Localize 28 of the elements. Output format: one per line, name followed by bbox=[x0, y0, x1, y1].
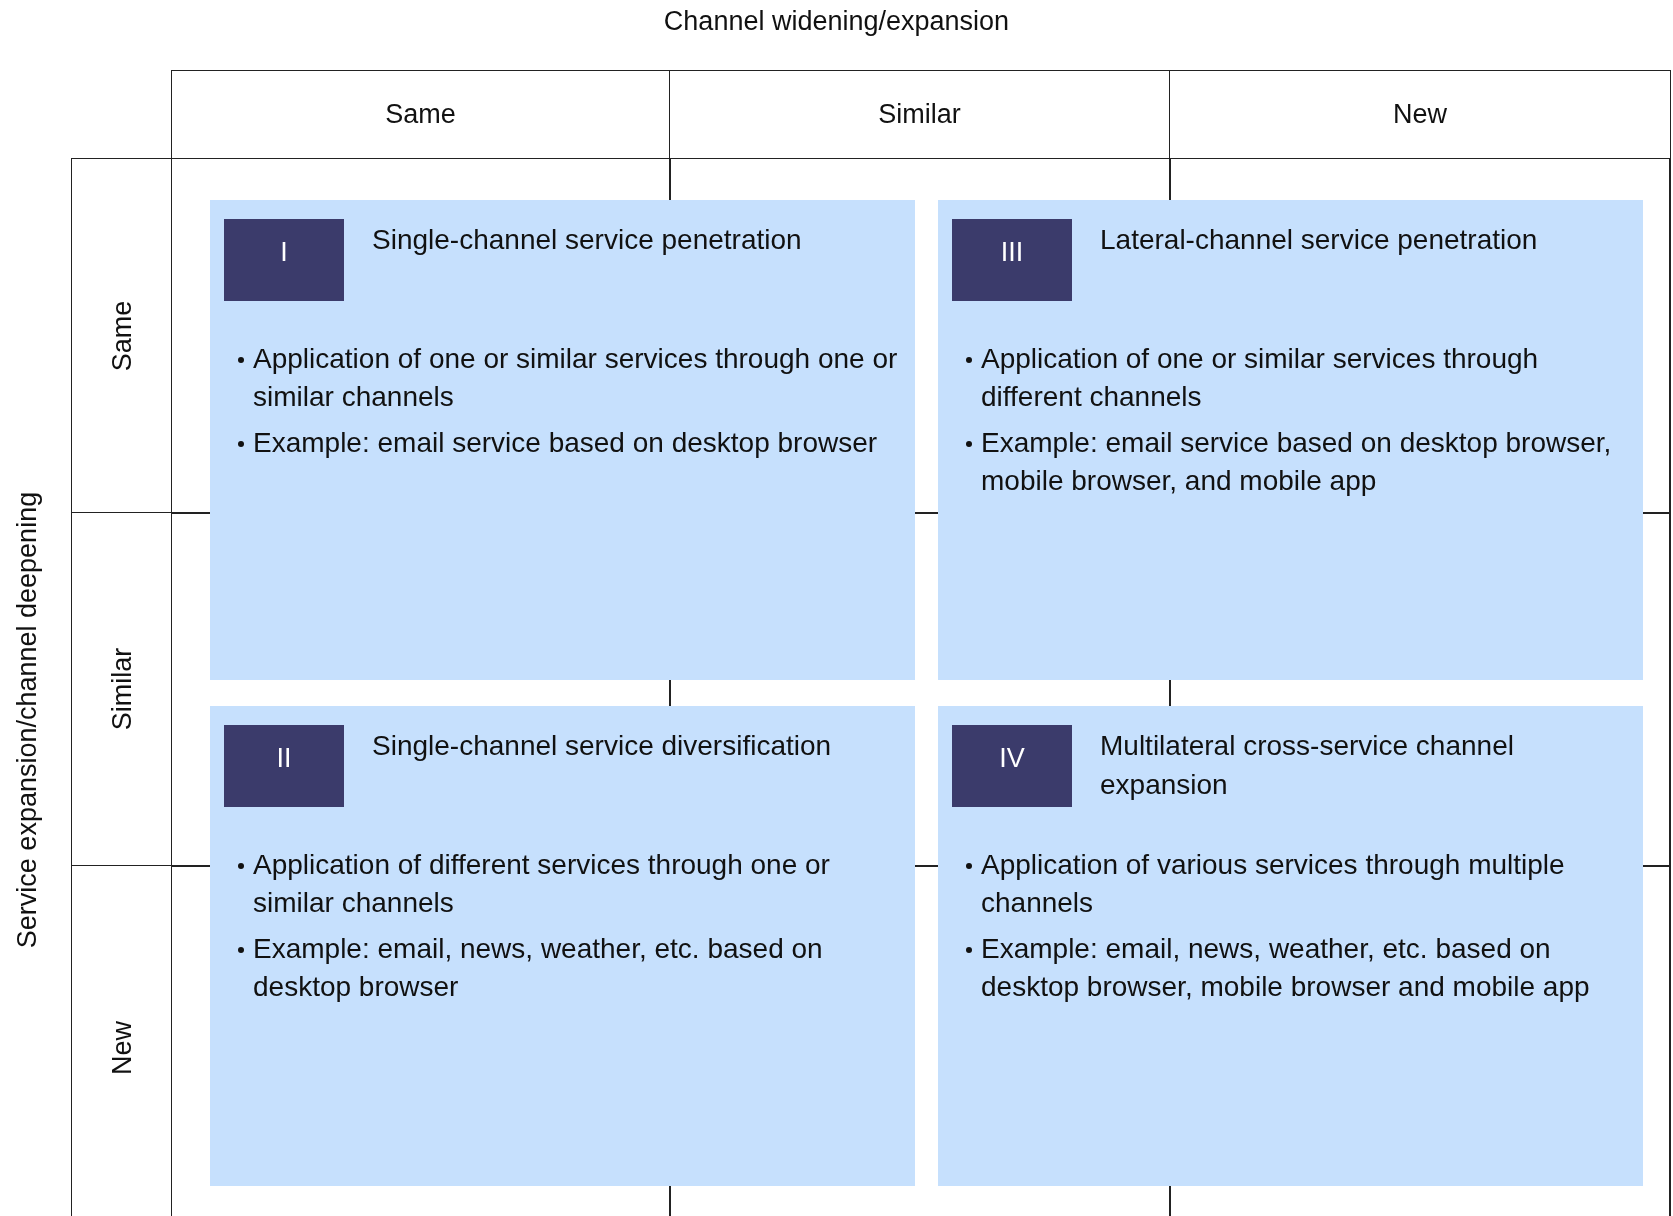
quadrant-card bbox=[938, 706, 1643, 1186]
numeral-badge: III bbox=[952, 219, 1072, 301]
quadrant-card bbox=[210, 706, 915, 1186]
numeral-badge: II bbox=[224, 725, 344, 807]
column-header: Similar bbox=[669, 70, 1170, 159]
bullet-text: Application of one or similar services through one or similar channels bbox=[238, 340, 901, 416]
quadrant-heading: Multilateral cross-service channel expansion bbox=[1100, 729, 1515, 802]
bullet-text: Example: email, news, weather, etc. based on desktop browser bbox=[238, 930, 901, 1006]
column-header: Same bbox=[171, 70, 670, 159]
column-header: New bbox=[1169, 70, 1671, 159]
quadrant-card bbox=[938, 200, 1643, 680]
row-header: New bbox=[106, 1021, 137, 1075]
row-header: Same bbox=[106, 300, 137, 371]
quadrant-heading: Single-channel service penetration bbox=[372, 223, 803, 257]
bullet-text: Application of different services through one or similar channels bbox=[238, 846, 901, 922]
numeral-badge: IV bbox=[952, 725, 1072, 807]
numeral-badge: I bbox=[224, 219, 344, 301]
bullet-text: Example: email, news, weather, etc. based on desktop browser, mobile browser and mobile app bbox=[966, 930, 1629, 1006]
axis-title: Channel widening/expansion bbox=[662, 6, 1011, 37]
bullet-text: Example: email service based on desktop browser bbox=[238, 424, 901, 462]
quadrant-heading: Lateral-channel service penetration bbox=[1100, 223, 1539, 257]
bullet-text: Example: email service based on desktop browser, mobile browser, and mobile app bbox=[966, 424, 1629, 500]
quadrant-heading: Single-channel service diversification bbox=[372, 729, 833, 763]
row-header: Similar bbox=[106, 647, 137, 731]
bullet-text: Application of one or similar services through different channels bbox=[966, 340, 1629, 416]
axis-title: Service expansion/channel deepening bbox=[11, 491, 43, 949]
quadrant-card bbox=[210, 200, 915, 680]
bullet-text: Application of various services through multiple channels bbox=[966, 846, 1629, 922]
